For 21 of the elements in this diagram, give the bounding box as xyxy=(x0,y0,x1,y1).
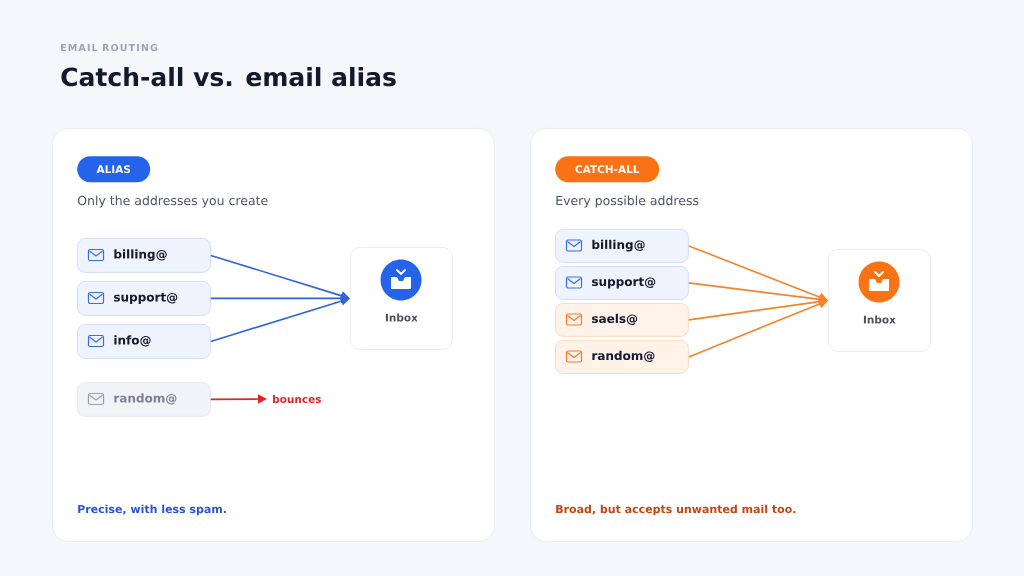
subtitle: Every possible address xyxy=(556,195,699,208)
address-box: random@ xyxy=(555,340,689,374)
outcome-label: bounces xyxy=(273,394,321,404)
arrow xyxy=(210,254,350,301)
address-box: support@ xyxy=(555,266,689,300)
badge: CATCH-ALL xyxy=(555,156,660,183)
address-box: support@ xyxy=(77,281,211,316)
title: Catch-all vs. email alias xyxy=(61,67,396,87)
section-label: EMAIL ROUTING xyxy=(61,43,158,52)
arrow xyxy=(688,299,828,358)
address-box: saels@ xyxy=(555,303,689,337)
address-box: billing@ xyxy=(77,238,211,273)
summary-note: Precise, with less spam. xyxy=(78,504,226,516)
summary-note: Broad, but accepts unwanted mail too. xyxy=(556,504,796,516)
address-box: info@ xyxy=(77,324,211,359)
address-box: random@ xyxy=(77,382,211,417)
subtitle: Only the addresses you create xyxy=(77,195,268,208)
arrow xyxy=(210,296,350,343)
badge: ALIAS xyxy=(77,156,151,183)
arrow xyxy=(210,394,267,404)
address-box: billing@ xyxy=(555,229,689,263)
